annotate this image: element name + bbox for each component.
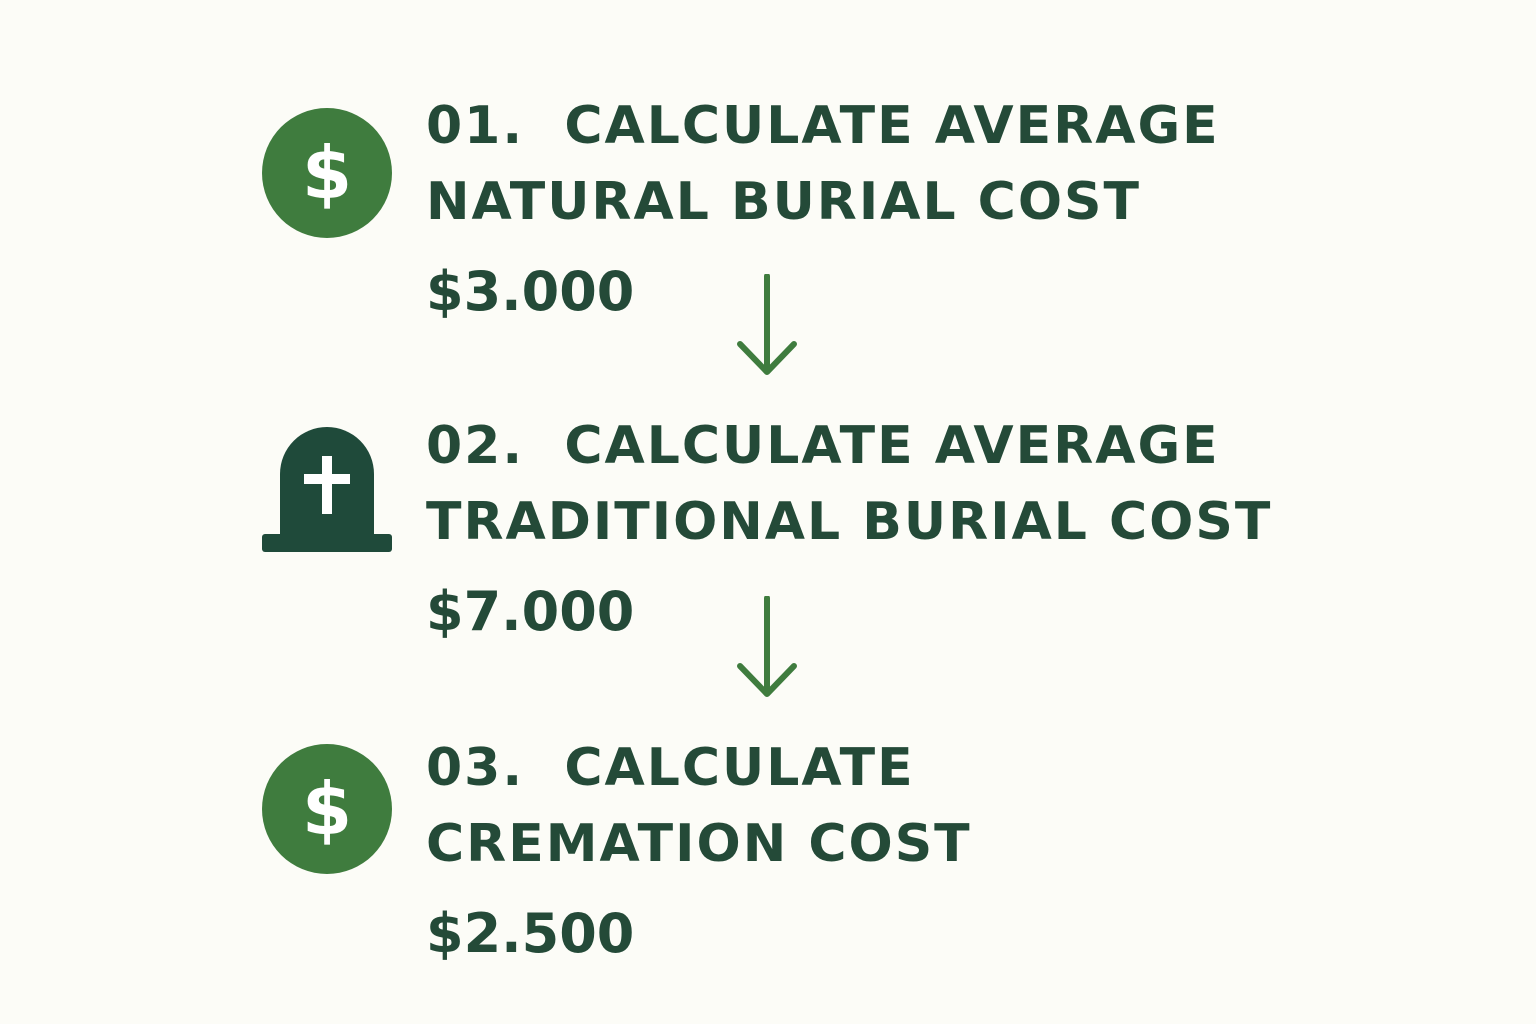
- arrow-down-icon: [736, 274, 798, 376]
- arrow-down-icon: [736, 596, 798, 698]
- dollar-circle-icon: $: [262, 108, 392, 238]
- step-1-title-line-2: NATURAL BURIAL COST: [426, 172, 1141, 232]
- step-number: 03.: [426, 738, 525, 798]
- step-2-cost: $7.000: [426, 580, 635, 643]
- step-title: CALCULATE AVERAGE: [564, 96, 1220, 156]
- step-number: 02.: [426, 416, 525, 476]
- step-1-text: 01. CALCULATE AVERAGE NATURAL BURIAL COS…: [426, 88, 1286, 330]
- dollar-circle-icon: $: [262, 744, 392, 874]
- svg-text:$: $: [302, 767, 352, 851]
- step-number: 01.: [426, 96, 525, 156]
- step-1-cost: $3.000: [426, 260, 635, 323]
- step-2-title-line-1: 02. CALCULATE AVERAGE: [426, 408, 1286, 484]
- step-1-title-line-1: 01. CALCULATE AVERAGE: [426, 88, 1286, 164]
- step-2-title-line-2: TRADITIONAL BURIAL COST: [426, 492, 1273, 552]
- step-3-title-line-2: CREMATION COST: [426, 814, 972, 874]
- step-3-text: 03. CALCULATE CREMATION COST $2.500: [426, 730, 1286, 972]
- svg-text:$: $: [302, 131, 352, 215]
- step-3-title-line-1: 03. CALCULATE: [426, 730, 1286, 806]
- step-title: CALCULATE AVERAGE: [564, 416, 1220, 476]
- tombstone-cross-icon: [262, 422, 392, 552]
- step-title: CALCULATE: [564, 738, 915, 798]
- step-2-text: 02. CALCULATE AVERAGE TRADITIONAL BURIAL…: [426, 408, 1286, 650]
- step-3-cost: $2.500: [426, 902, 635, 965]
